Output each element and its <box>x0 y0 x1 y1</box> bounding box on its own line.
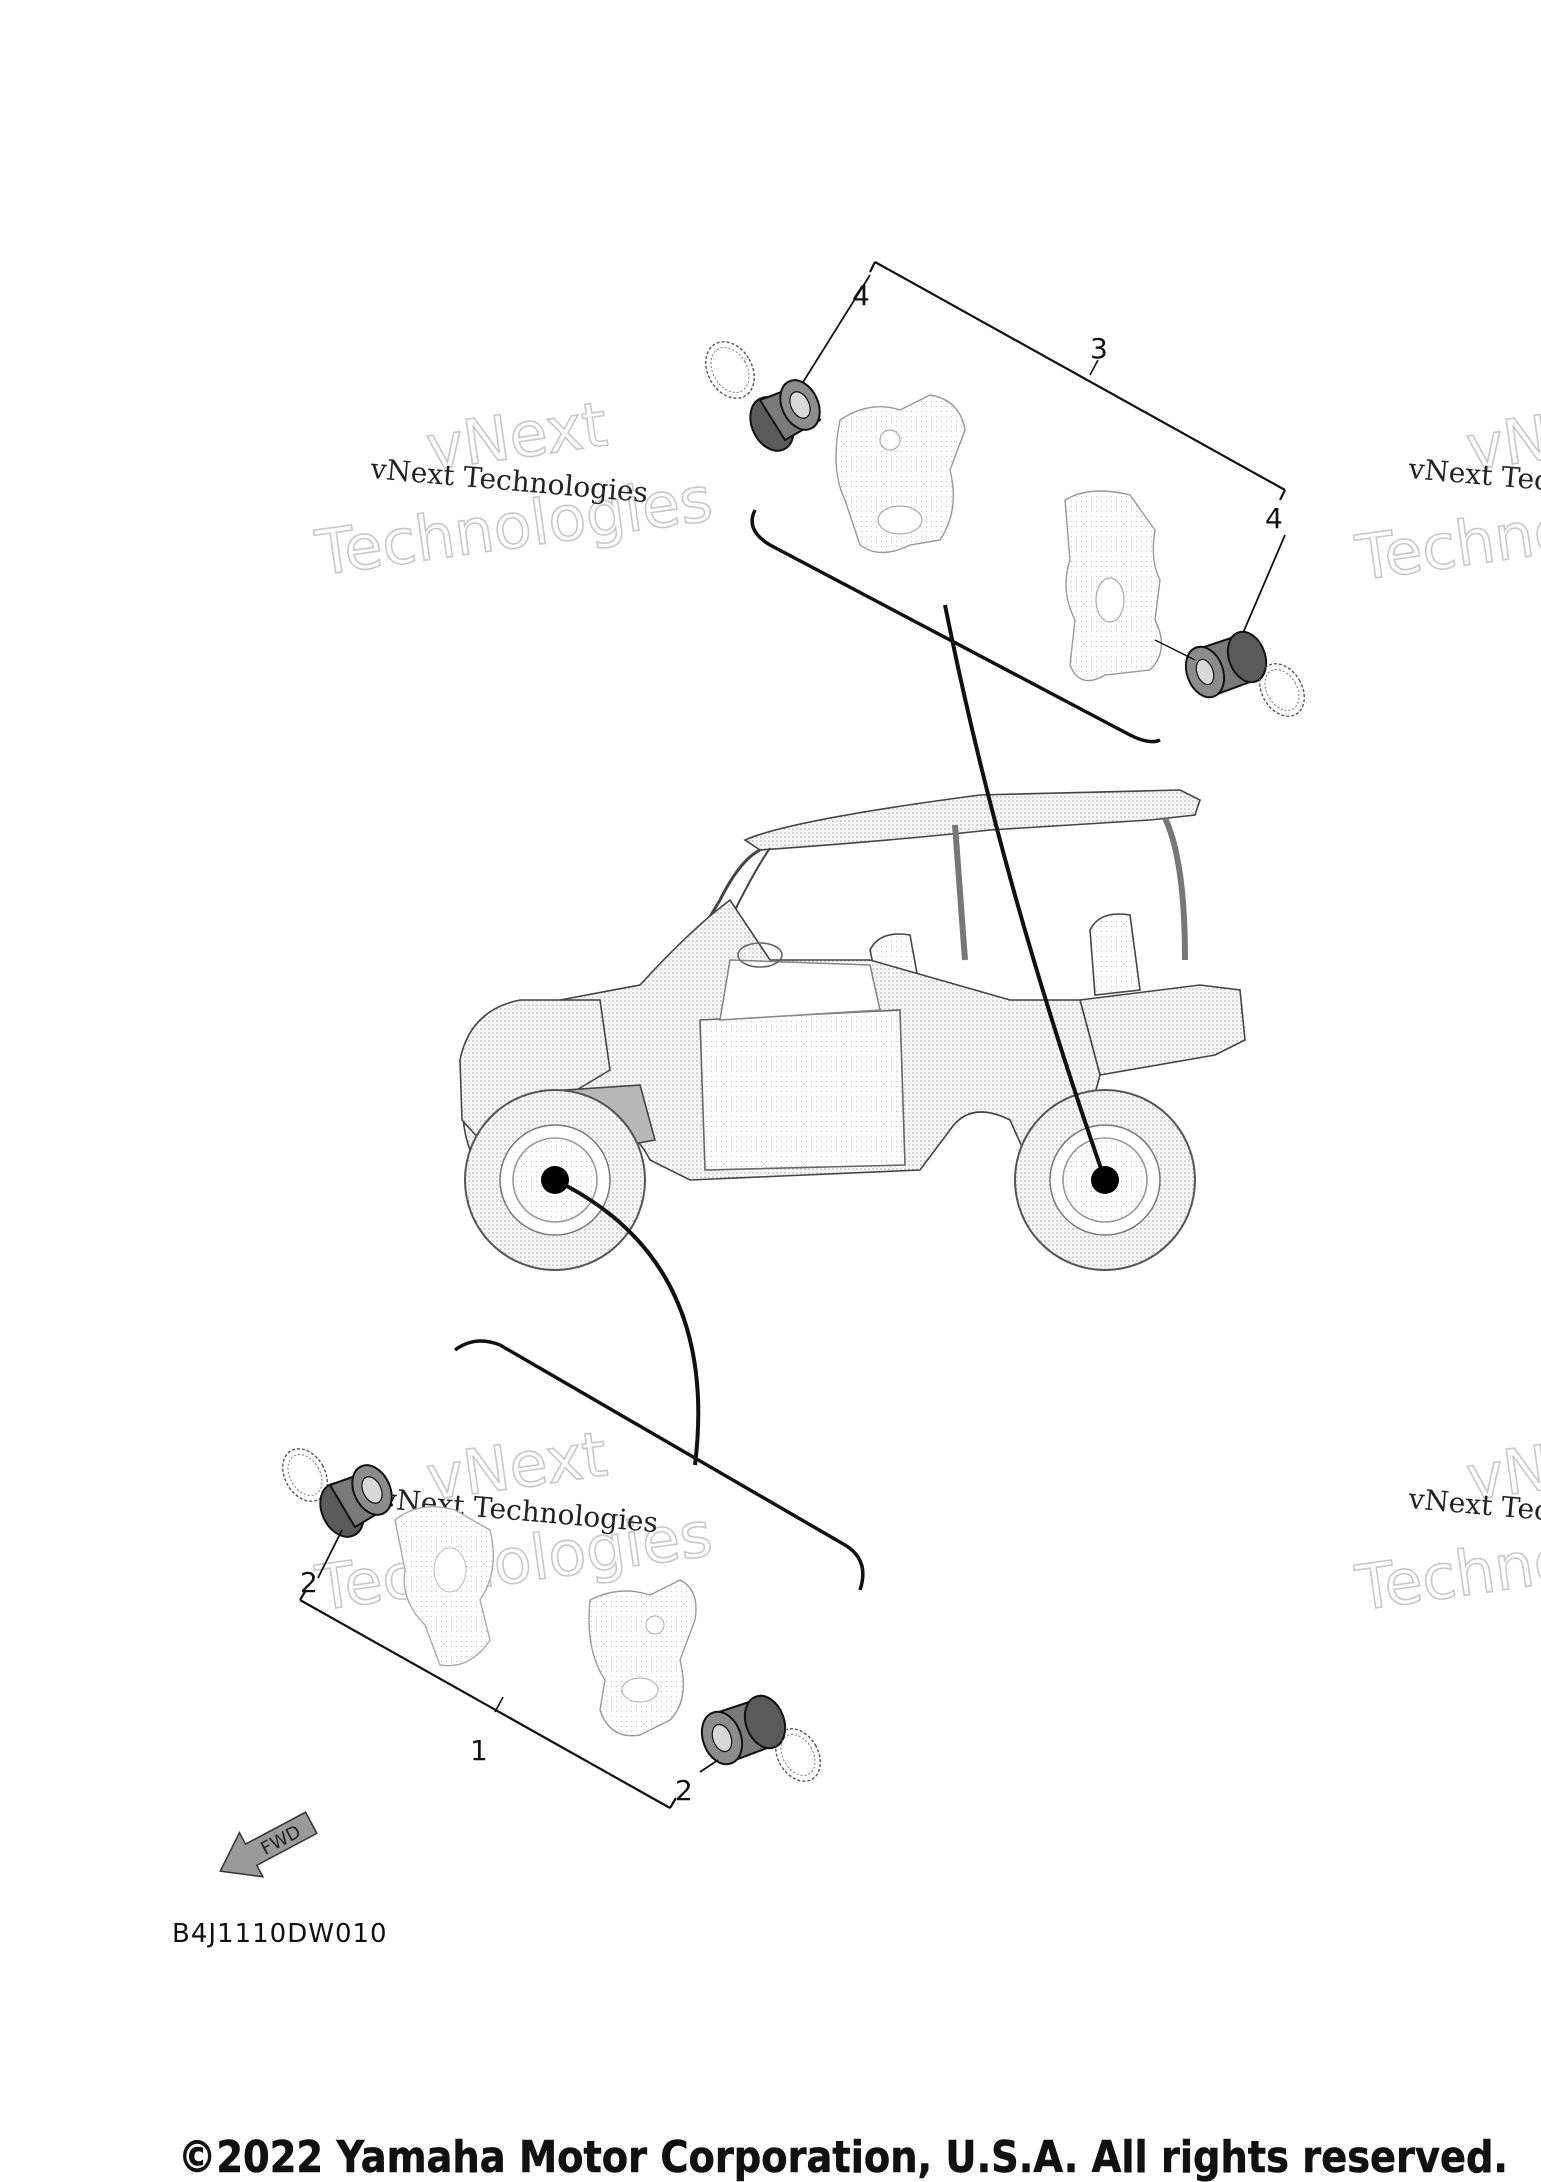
vehicle-illustration <box>459 789 1246 1271</box>
callout-part-2-right: 2 <box>675 1774 693 1807</box>
front-group-swoop <box>453 1339 865 1591</box>
bracket-part-3 <box>874 261 1286 491</box>
callout-part-2-left: 2 <box>300 1566 318 1599</box>
rear-wheel-marker <box>1091 1166 1119 1194</box>
front-knuckle-right <box>588 1579 697 1737</box>
drawing-code: B4J1110DW010 <box>172 1919 388 1949</box>
o-ring <box>1259 663 1305 717</box>
callout-part-3: 3 <box>1090 332 1108 365</box>
leader-part-2-left <box>317 1529 343 1579</box>
bushing-part-4-upper <box>749 379 822 452</box>
watermark-top-left: vNext Technologies vNext Technologies <box>310 387 717 591</box>
leader-part-2-right <box>699 1759 719 1773</box>
callout-part-4-lower: 4 <box>1265 502 1283 535</box>
copyright-notice: ©2022 Yamaha Motor Corporation, U.S.A. A… <box>178 2132 1508 2182</box>
callout-part-4-upper: 4 <box>852 279 870 312</box>
front-knuckle-left <box>394 1505 495 1667</box>
o-ring <box>705 341 755 399</box>
rear-group-swoop <box>750 509 1161 744</box>
watermark-top-right: vNext Technologies vNext Technologies <box>1350 387 1541 596</box>
rear-knuckle-right <box>1064 490 1163 682</box>
o-ring <box>282 1448 328 1502</box>
connector-front <box>554 1178 701 1466</box>
callout-part-1: 1 <box>470 1734 488 1767</box>
front-wheel-marker <box>541 1166 569 1194</box>
bracket-part-1 <box>299 1599 671 1809</box>
leader-part-4-upper <box>794 274 871 396</box>
rear-knuckle-group <box>705 261 1305 744</box>
connector-rear <box>943 604 1107 1181</box>
bushing-part-4-lower <box>1184 630 1268 699</box>
watermark-bottom-right: vNext Technologies vNext Technologies <box>1350 1417 1541 1626</box>
front-knuckle-group <box>282 1339 865 1809</box>
bushing-part-2-left <box>319 1464 394 1538</box>
rear-knuckle-left <box>835 394 966 554</box>
o-ring <box>775 1728 821 1782</box>
leader-part-4-lower <box>1239 534 1286 641</box>
fwd-arrow-icon: FWD <box>219 1811 318 1878</box>
bushing-part-2-right <box>700 1694 787 1766</box>
